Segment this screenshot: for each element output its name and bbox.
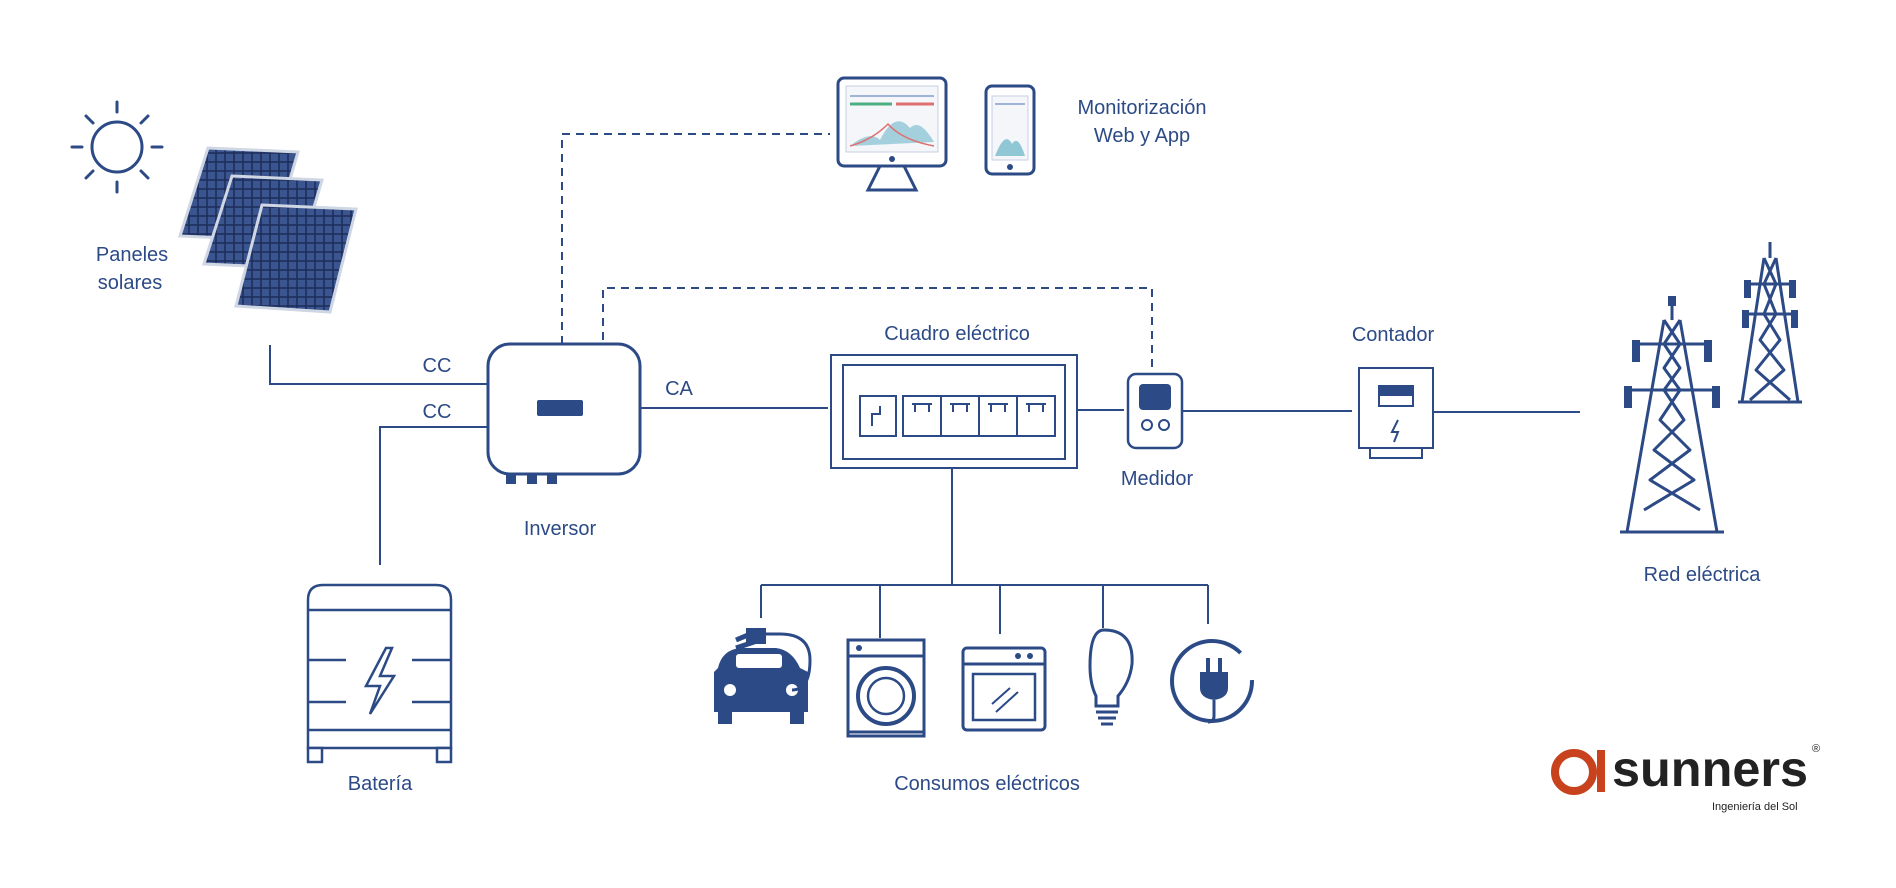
battery-icon [306,583,453,764]
grid-label: Red eléctrica [1644,564,1762,586]
panel-board-icon [830,354,1078,469]
counter-label: Contador [1352,324,1435,346]
consumption-label: Consumos eléctricos [894,773,1080,795]
inverter-to-monitor-dashed [561,133,830,344]
brand-tagline: Ingeniería del Sol [1712,801,1798,813]
battery-to-inverter-line [379,426,488,565]
data-lines [561,133,1153,374]
ca-label: CA [665,378,693,400]
battery-label: Batería [348,773,413,795]
panels-label-line2: solares [98,272,162,294]
cc-top-label: CC [423,355,452,377]
light-bulb-icon [1088,628,1134,726]
washing-machine-icon [846,638,926,738]
ev-car-icon [714,627,812,724]
oven-icon [961,646,1047,732]
panels-label-line1: Paneles [96,244,168,266]
meter-icon [1126,372,1184,450]
brand-name: sunners [1612,741,1808,797]
connection-lines [269,345,1580,638]
panel-to-inverter-line [269,345,488,385]
cc-bottom-label: CC [423,401,452,423]
logo-mark-icon [1551,749,1597,795]
inverter-to-meter-dashed [602,287,1153,374]
monitoring-label-line1: Monitorización [1078,97,1207,119]
solar-panel-icon [177,146,358,314]
phone-icon [984,84,1036,176]
sunners-logo: sunners ® Ingeniería del Sol [1551,741,1820,813]
monitor-icon [836,76,948,192]
inverter-label: Inversor [524,518,597,540]
panel-board-label: Cuadro eléctrico [884,323,1030,345]
plug-icon [1170,639,1254,724]
monitoring-label-line2: Web y App [1094,125,1190,147]
counter-icon [1358,367,1434,459]
inverter-icon [486,342,642,484]
meter-label: Medidor [1121,468,1194,490]
power-tower-icon [1620,242,1802,534]
brand-registered: ® [1812,743,1820,755]
sun-icon [70,100,164,194]
